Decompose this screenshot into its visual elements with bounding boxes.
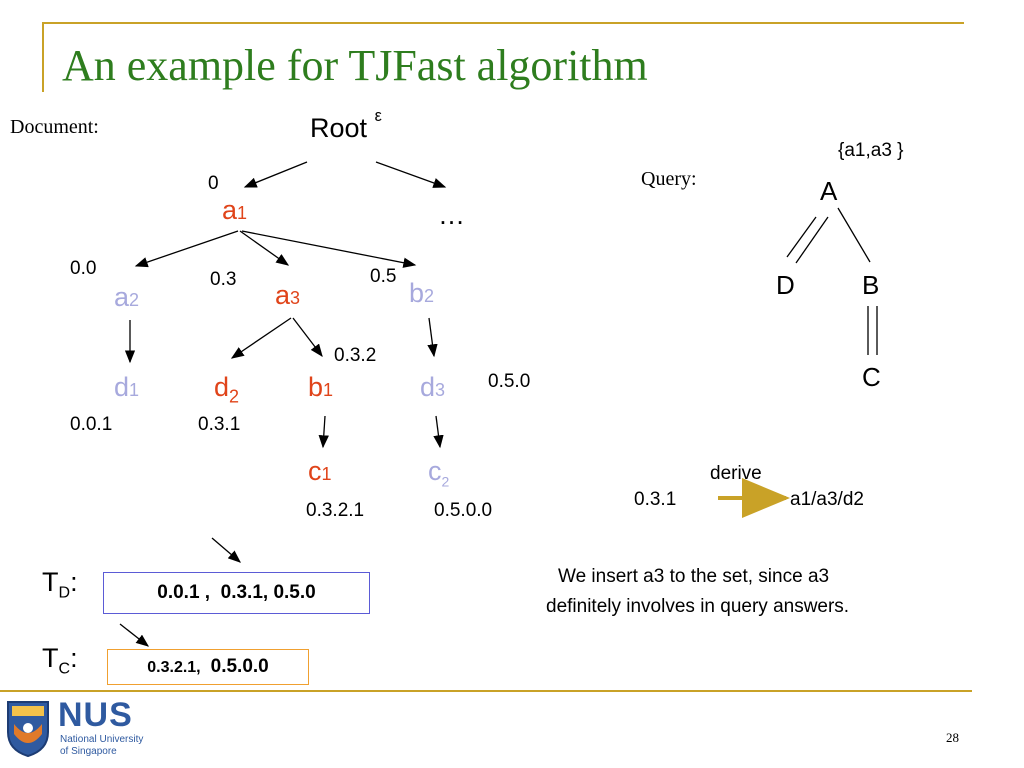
label-0.0.1: 0.0.1 [70, 414, 113, 435]
label-0.5.0.0: 0.5.0.0 [434, 500, 493, 521]
edge-root-ellipsis [375, 161, 447, 188]
label-0.0: 0.0 [70, 258, 97, 279]
query-edge-a-d-2 [795, 216, 829, 264]
node-c2: c2 [428, 456, 450, 490]
label-0.5.0: 0.5.0 [488, 371, 531, 392]
query-set: {a1,a3 } [838, 140, 904, 161]
edge-a1-b2 [241, 230, 417, 268]
edge-b2-d3 [427, 317, 438, 358]
nus-crest-icon [7, 701, 49, 758]
td-stream-value: 0.0.1 , 0.3.1, 0.5.0 [157, 582, 316, 603]
ellipsis-node: … [438, 200, 465, 230]
title-accent-bar [42, 22, 44, 92]
note-line-2: definitely involves in query answers. [546, 596, 850, 617]
query-edge-a-d-1 [786, 216, 817, 258]
node-d3: d3 [420, 372, 446, 402]
derive-to: a1/a3/d2 [790, 489, 864, 510]
edge-a1-a3 [239, 230, 290, 266]
slide-title: An example for TJFast algorithm [62, 41, 648, 90]
root-label: Root [310, 113, 368, 143]
nus-logo-line2: of Singapore [60, 746, 117, 757]
query-label: Query: [641, 168, 697, 190]
node-a3: a3 [275, 280, 301, 310]
note-line-1: We insert a3 to the set, since a3 [558, 566, 830, 587]
nus-logo-text: NUS [58, 696, 133, 734]
edge-a3-b1 [292, 317, 323, 358]
top-rule [42, 22, 964, 24]
label-0.3.1: 0.3.1 [198, 414, 241, 435]
pointer-arrow-tc [119, 623, 150, 647]
query-node-a: A [820, 176, 838, 206]
td-stream-box: 0.0.1 , 0.3.1, 0.5.0 [103, 572, 370, 614]
node-b2: b2 [409, 278, 435, 308]
query-node-c: C [862, 362, 881, 392]
root-node: Root ε [310, 107, 382, 144]
root-epsilon: ε [374, 107, 382, 125]
edge-a3-d2 [230, 317, 292, 359]
edge-b1-c1 [318, 415, 329, 449]
node-c1: c1 [308, 456, 332, 486]
tc-stream-box: 0.3.2.1, 0.5.0.0 [107, 649, 309, 685]
derive-label: derive [710, 463, 762, 484]
nus-logo-line1: National University [60, 734, 144, 745]
tc-stream-label: TC: [42, 643, 78, 678]
query-edge-a-b [837, 207, 871, 263]
label-0.3: 0.3 [210, 269, 237, 290]
derive-from: 0.3.1 [634, 489, 677, 510]
label-0.3.2.1: 0.3.2.1 [306, 500, 365, 521]
node-b1: b1 [308, 372, 334, 402]
pointer-arrow-td [211, 537, 241, 563]
bottom-rule [0, 690, 972, 692]
td-stream-label: TD: [42, 567, 78, 602]
node-d2: d2 [214, 372, 240, 407]
query-node-d: D [776, 270, 795, 300]
tc-stream-value: 0.3.2.1, 0.5.0.0 [147, 656, 269, 677]
label-0: 0 [208, 173, 219, 194]
node-d1: d1 [114, 372, 140, 402]
edge-d3-c2 [433, 415, 444, 449]
document-label: Document: [10, 116, 99, 138]
query-node-b: B [862, 270, 880, 300]
edge-a1-a2 [134, 230, 239, 268]
page-number: 28 [946, 730, 959, 745]
label-0.3.2: 0.3.2 [334, 345, 377, 366]
nus-logo: NUS National University of Singapore [4, 696, 150, 758]
label-0.5: 0.5 [370, 266, 397, 287]
node-a1: a1 [222, 195, 248, 225]
edge-root-a1 [243, 161, 308, 188]
node-a2: a2 [114, 282, 140, 312]
